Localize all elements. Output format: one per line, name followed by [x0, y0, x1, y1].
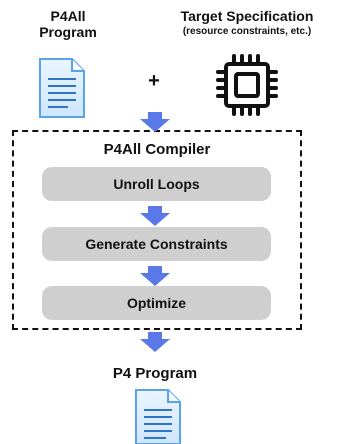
- document-icon: [39, 58, 85, 118]
- optimize-step: Optimize: [42, 286, 271, 320]
- chip-icon: [216, 54, 278, 116]
- plus-symbol: +: [148, 70, 160, 92]
- target-specification-subtitle: (resource constraints, etc.): [182, 26, 312, 38]
- arrow-unroll-to-generate: [140, 206, 170, 226]
- arrow-to-compiler: [140, 112, 170, 132]
- p4-program-title: P4 Program: [112, 365, 198, 382]
- p4all-program-label: P4All Program: [12, 8, 124, 40]
- arrow-to-output: [140, 332, 170, 352]
- generate-constraints-step: Generate Constraints: [42, 227, 271, 261]
- p4all-program-title-line1: P4All: [50, 8, 86, 24]
- target-specification-title: Target Specification: [180, 8, 314, 24]
- arrow-generate-to-optimize: [140, 266, 170, 286]
- target-specification-label: Target Specification (resource constrain…: [152, 8, 342, 38]
- compiler-dashed-box: [12, 130, 302, 330]
- p4all-program-title-line2: Program: [39, 24, 97, 41]
- document-icon-output: [135, 389, 181, 444]
- compiler-title: P4All Compiler: [103, 141, 211, 158]
- unroll-loops-step: Unroll Loops: [42, 167, 271, 201]
